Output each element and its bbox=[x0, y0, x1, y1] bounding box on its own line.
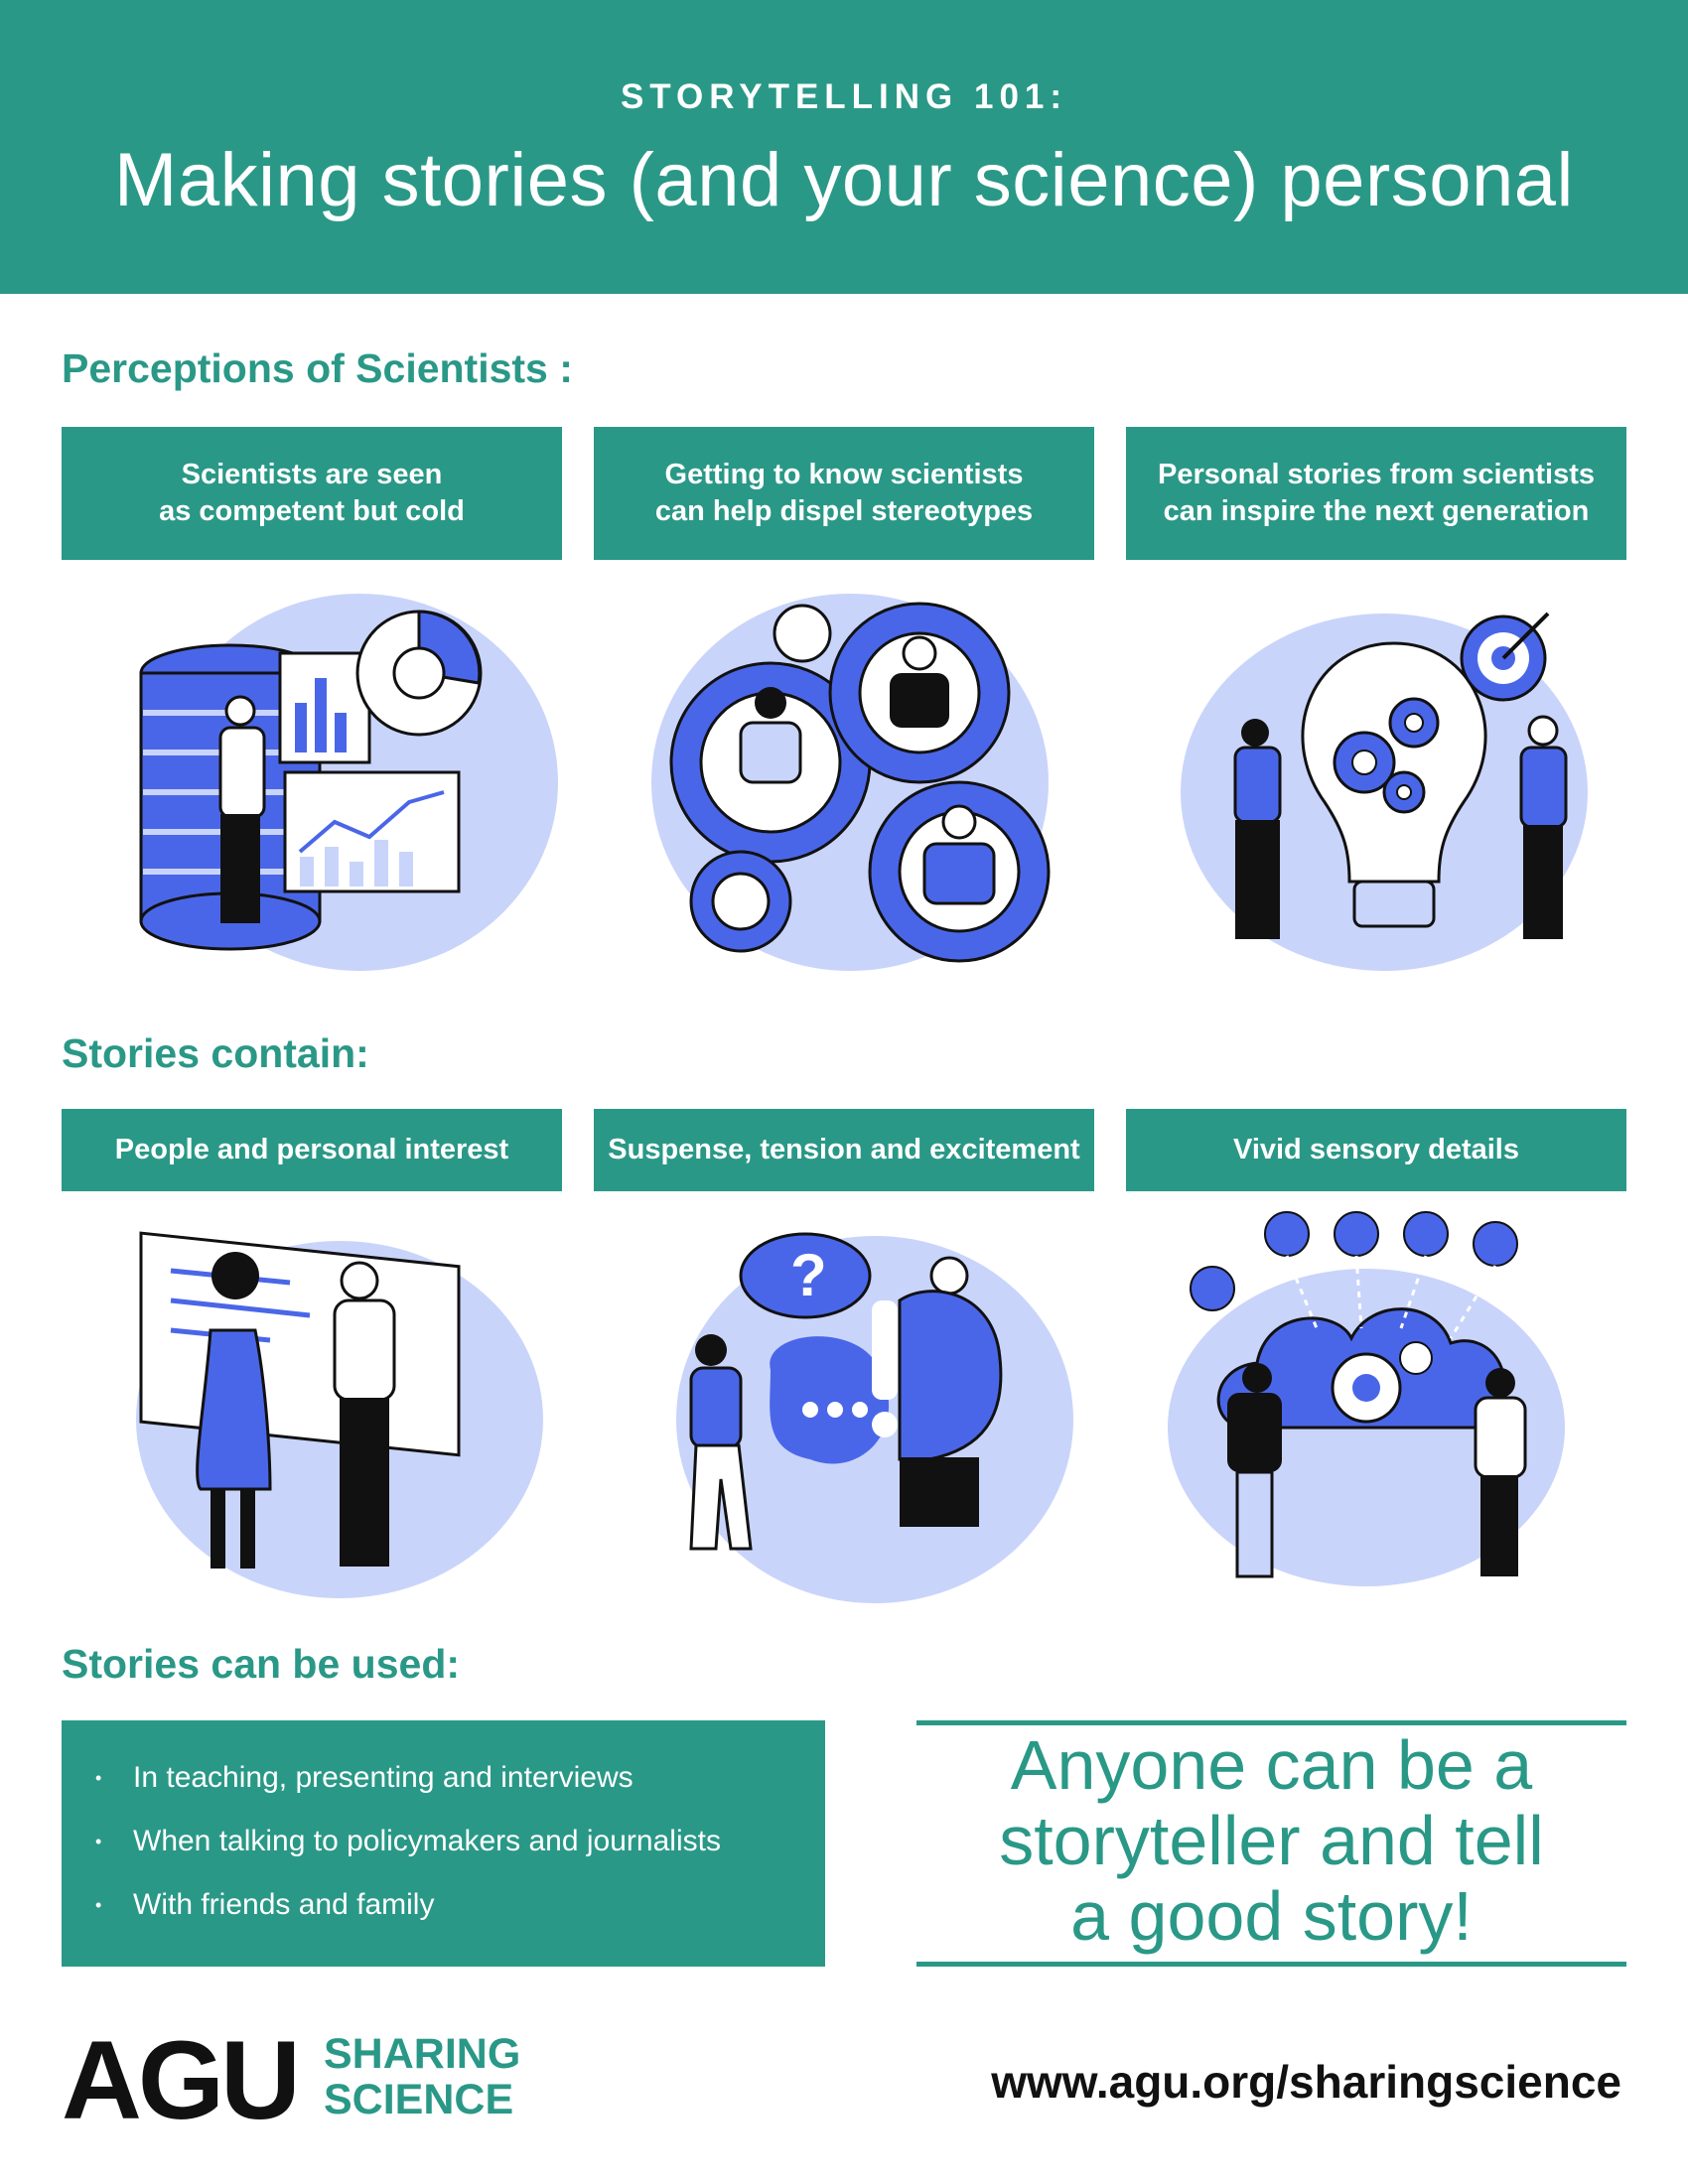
perception-card-2-line1: Getting to know scientists bbox=[664, 459, 1024, 491]
perception-card-2-line2: can help dispel stereotypes bbox=[654, 495, 1034, 527]
contain-card-3: Vivid sensory details bbox=[1126, 1109, 1626, 1191]
team-gears-illustration bbox=[651, 594, 1051, 971]
stories-used-heading: Stories can be used: bbox=[62, 1641, 461, 1687]
perception-card-3-line1: Personal stories from scientists bbox=[1158, 459, 1595, 491]
quote-line-1: Anyone can be a bbox=[1010, 1726, 1533, 1804]
list-item: In teaching, presenting and interviews bbox=[62, 1746, 825, 1810]
data-analyst-illustration bbox=[139, 594, 558, 971]
contain-card-1: People and personal interest bbox=[62, 1109, 562, 1191]
list-item: When talking to policymakers and journal… bbox=[62, 1810, 825, 1873]
uses-box: In teaching, presenting and interviews W… bbox=[62, 1720, 825, 1967]
svg-text:?: ? bbox=[790, 1242, 827, 1308]
senses-cloud-illustration bbox=[1168, 1211, 1565, 1586]
lightbulb-ideas-illustration bbox=[1181, 612, 1588, 971]
stories-contain-heading: Stories contain: bbox=[62, 1030, 369, 1076]
header-banner: STORYTELLING 101: Making stories (and yo… bbox=[0, 0, 1688, 294]
quote-bottom-rule bbox=[916, 1962, 1626, 1967]
perception-card-2: Getting to know scientists can help dispe… bbox=[594, 427, 1094, 560]
brand-line-1: SHARING bbox=[324, 2030, 521, 2078]
header-kicker: STORYTELLING 101: bbox=[620, 77, 1068, 116]
storyteller-quote: Anyone can be a storyteller and tell a g… bbox=[916, 1727, 1626, 1954]
quote-line-2: storyteller and tell bbox=[999, 1802, 1544, 1879]
contain-card-2: Suspense, tension and excitement bbox=[594, 1109, 1094, 1191]
sharing-science-logo: SHARING SCIENCE bbox=[324, 2031, 520, 2122]
quote-line-3: a good story! bbox=[1070, 1877, 1473, 1955]
handshake-illustration bbox=[136, 1231, 543, 1598]
quote-top-rule bbox=[916, 1720, 1626, 1725]
agu-logo: AGU bbox=[62, 2018, 301, 2142]
perception-card-1-line2: as competent but cold bbox=[159, 495, 465, 527]
perception-card-1: Scientists are seen as competent but cold bbox=[62, 427, 562, 560]
question-exclamation-illustration: ? bbox=[676, 1232, 1073, 1603]
perception-card-3: Personal stories from scientists can insp… bbox=[1126, 427, 1626, 560]
perception-card-1-line1: Scientists are seen bbox=[181, 459, 443, 491]
page-title: Making stories (and your science) person… bbox=[114, 138, 1574, 222]
perceptions-heading: Perceptions of Scientists : bbox=[62, 345, 573, 391]
uses-list: In teaching, presenting and interviews W… bbox=[62, 1720, 825, 1937]
website-link[interactable]: www.agu.org/sharingscience bbox=[991, 2056, 1621, 2108]
brand-line-2: SCIENCE bbox=[324, 2076, 514, 2123]
perception-card-3-line2: can inspire the next generation bbox=[1163, 495, 1590, 527]
list-item: With friends and family bbox=[62, 1873, 825, 1937]
